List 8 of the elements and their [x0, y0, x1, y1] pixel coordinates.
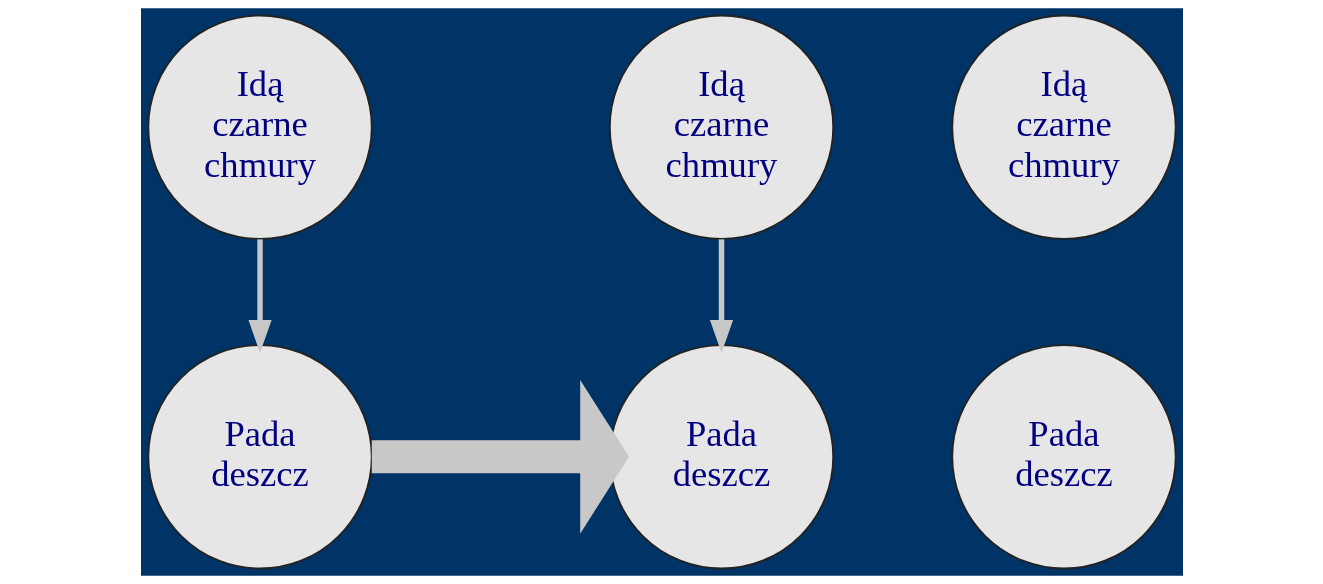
node-circle: Pada deszcz: [950, 344, 1177, 570]
node-circle: Idą czarne chmury: [608, 14, 834, 240]
node-circle: Idą czarne chmury: [950, 14, 1177, 240]
arrow: [371, 379, 629, 534]
arrow: [709, 239, 733, 354]
arrow: [247, 239, 272, 354]
node-circle: Idą czarne chmury: [146, 14, 373, 240]
node-circle: Pada deszcz: [146, 344, 373, 570]
